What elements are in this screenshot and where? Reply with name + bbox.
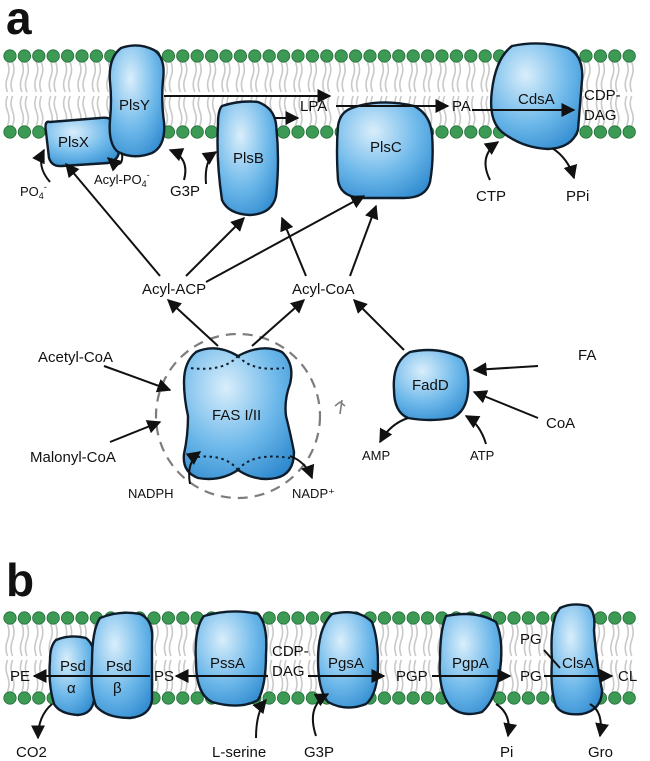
arrow-nadp xyxy=(289,455,315,480)
arrow-cdsa-to-ppi xyxy=(551,147,578,180)
cl-label: CL xyxy=(618,668,637,685)
nadph-label: NADPH xyxy=(128,486,174,501)
psd-beta-label-line1: Psd xyxy=(106,658,132,675)
fas-dashed-boundary xyxy=(154,332,322,500)
plsy-label: PlsY xyxy=(119,97,150,114)
arrow-acyl-acp-to-plsx xyxy=(65,162,161,277)
fadd-label: FadD xyxy=(412,377,449,394)
cdp-dag-b-line1: CDP- xyxy=(272,643,309,660)
arrow-atp-to-fadd xyxy=(464,415,487,445)
arrow-fadd-to-amp xyxy=(379,417,409,444)
arrow-ctp-to-cdsa xyxy=(483,141,500,181)
arrow-acyl-po4 xyxy=(106,152,124,172)
cdp-dag-line1: CDP- xyxy=(584,87,621,104)
arrow-coa-to-fadd xyxy=(472,390,539,419)
pgsa-label: PgsA xyxy=(328,655,364,672)
arrow-acetyl-coa xyxy=(103,365,172,393)
acyl-coa-label: Acyl-CoA xyxy=(292,281,355,298)
g3p-b-label: G3P xyxy=(304,744,334,761)
nadp-label: NADP⁺ xyxy=(292,486,335,501)
cdsa-protein xyxy=(489,42,584,151)
lpa-label: LPA xyxy=(300,98,327,115)
acyl-acp-label: Acyl-ACP xyxy=(142,281,206,298)
psd-beta-protein xyxy=(90,611,154,720)
coa-label: CoA xyxy=(546,415,575,432)
fas-complex-protein xyxy=(182,347,296,481)
arrow-fa-to-fadd xyxy=(472,362,539,377)
atp-label: ATP xyxy=(470,448,494,463)
gro-label: Gro xyxy=(588,744,613,761)
arrow-fas-to-acyl-coa xyxy=(251,299,306,347)
arrow-nadph xyxy=(185,451,202,485)
acetyl-coa-label: Acetyl-CoA xyxy=(38,349,113,366)
plsc-label: PlsC xyxy=(370,139,402,156)
psd-beta-label-line2: β xyxy=(113,680,122,697)
panel-label-a: a xyxy=(6,0,32,44)
pgp-label: PGP xyxy=(396,668,428,685)
g3p-label: G3P xyxy=(170,183,200,200)
fas-subunit-dividers xyxy=(189,355,291,471)
pssa-label: PssA xyxy=(210,655,245,672)
arrow-psd-to-co2 xyxy=(31,703,53,740)
plsb-label: PlsB xyxy=(233,150,264,167)
acyl-po4-label: Acyl-PO4- xyxy=(94,170,150,189)
plsx-label: PlsX xyxy=(58,134,89,151)
arrow-pgpa-to-pi xyxy=(495,703,518,738)
l-serine-label: L-serine xyxy=(212,744,266,761)
cdp-dag-line2: DAG xyxy=(584,107,617,124)
amp-label: AMP xyxy=(362,448,390,463)
arrow-l-serine xyxy=(252,698,267,739)
pa-label: PA xyxy=(452,98,471,115)
plsc-protein xyxy=(335,101,434,200)
plsb-protein xyxy=(216,100,280,217)
arrow-acyl-acp-to-plsc xyxy=(205,195,366,283)
fa-label: FA xyxy=(578,347,596,364)
arrow-acyl-coa-to-plsb xyxy=(280,216,307,277)
ppi-label: PPi xyxy=(566,188,589,205)
arrow-po4-to-plsx xyxy=(32,148,51,183)
fadd-protein xyxy=(392,348,470,422)
line-pg-to-clsa xyxy=(543,649,561,669)
co2-label: CO2 xyxy=(16,744,47,761)
panel-label-b: b xyxy=(6,554,34,606)
ctp-label: CTP xyxy=(476,188,506,205)
pg-label-top: PG xyxy=(520,631,542,648)
psd-alpha-label-line2: α xyxy=(67,680,76,697)
pi-label: Pi xyxy=(500,744,513,761)
arrow-malonyl-coa xyxy=(109,420,162,443)
malonyl-coa-label: Malonyl-CoA xyxy=(30,449,116,466)
pgsa-protein xyxy=(316,611,380,709)
arrow-g3p-to-plsb xyxy=(201,151,218,185)
ps-label: PS xyxy=(154,668,174,685)
cdsa-label: CdsA xyxy=(518,91,555,108)
pgpa-protein xyxy=(438,612,503,716)
clsa-label: ClsA xyxy=(562,655,594,672)
arrow-fadd-to-acyl-coa xyxy=(353,299,405,351)
pgpa-label: PgpA xyxy=(452,655,489,672)
arrow-acyl-acp-to-plsb xyxy=(185,217,245,277)
arrow-clsa-to-gro xyxy=(589,703,609,738)
pg-label: PG xyxy=(520,668,542,685)
arrow-g3p-to-pgsa xyxy=(312,693,330,737)
po4-label: PO4- xyxy=(20,182,47,201)
cdp-dag-b-line2: DAG xyxy=(272,663,305,680)
panel-b-arrows xyxy=(31,649,614,740)
psd-alpha-label-line1: Psd xyxy=(60,658,86,675)
plsy-protein xyxy=(108,44,166,158)
ellipsis-mark xyxy=(334,399,346,415)
pe-label: PE xyxy=(10,668,30,685)
arrow-g3p-to-plsy xyxy=(168,148,187,181)
arrow-fas-to-acyl-acp xyxy=(166,299,219,347)
panel-a-arrows xyxy=(32,89,578,485)
fas-label: FAS I/II xyxy=(212,407,261,424)
arrow-acyl-coa-to-plsc xyxy=(349,204,379,277)
